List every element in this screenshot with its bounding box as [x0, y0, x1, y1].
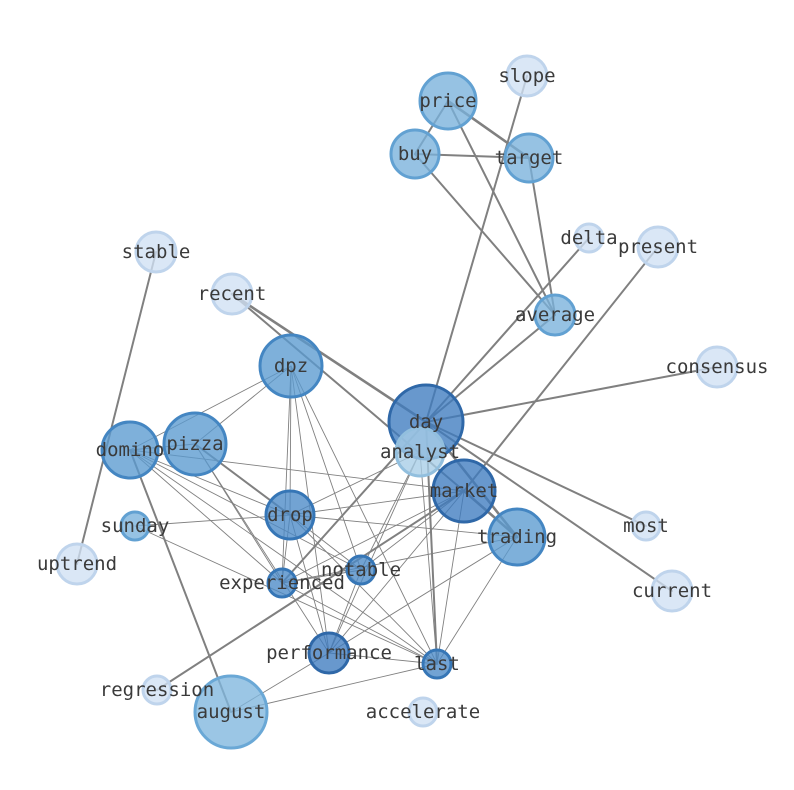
node-price — [418, 71, 478, 131]
node-label-august: august — [197, 701, 266, 723]
node-label-uptrend: uptrend — [37, 553, 117, 575]
node-uptrend — [55, 542, 99, 586]
edge-pizza-performance — [194, 443, 330, 654]
edge-market-present — [463, 246, 659, 492]
edge-drop-last — [289, 514, 438, 665]
edge-day-recent — [230, 292, 428, 424]
edge-dpz-notable — [290, 365, 362, 571]
node-regression — [141, 674, 173, 706]
edge-day-delta — [425, 237, 590, 423]
node-label-delta: delta — [560, 227, 617, 249]
node-performance — [307, 631, 351, 675]
node-label-market: market — [430, 480, 499, 502]
node-august — [193, 674, 269, 750]
node-label-average: average — [515, 304, 595, 326]
edge-buy-average — [414, 153, 556, 316]
edge-price-average — [447, 100, 556, 316]
node-buy — [389, 128, 441, 180]
node-label-recent: recent — [198, 283, 267, 305]
edge-domino-last — [129, 449, 438, 665]
node-label-last: last — [414, 653, 460, 675]
edge-domino-notable — [129, 449, 362, 571]
node-label-performance: performance — [266, 642, 392, 664]
node-slope — [505, 54, 549, 98]
edge-domino-experienced — [129, 449, 283, 584]
node-label-regression: regression — [100, 679, 214, 701]
edge-market-experienced — [281, 490, 465, 584]
node-accelerate — [407, 696, 439, 728]
node-label-slope: slope — [498, 65, 555, 87]
node-market — [431, 458, 497, 524]
node-label-price: price — [419, 90, 476, 112]
edge-analyst-last — [419, 451, 438, 665]
edge-drop-trading — [289, 514, 518, 538]
edge-trading-experienced — [281, 536, 518, 584]
node-label-sunday: sunday — [101, 515, 170, 537]
edge-day-current — [425, 421, 673, 592]
node-recent — [210, 272, 254, 316]
edge-analyst-performance — [328, 451, 421, 654]
node-label-drop: drop — [267, 504, 313, 526]
node-label-current: current — [632, 580, 712, 602]
edge-market-regression — [156, 490, 465, 691]
node-label-most: most — [623, 515, 669, 537]
edge-dpz-experienced — [281, 365, 292, 584]
node-stable — [134, 230, 178, 274]
node-drop — [264, 489, 316, 541]
node-trading — [487, 507, 547, 567]
edge-market-performance — [328, 490, 465, 654]
node-label-trading: trading — [477, 526, 557, 548]
node-label-present: present — [618, 236, 698, 258]
node-target — [503, 132, 555, 184]
edge-trading-performance — [328, 536, 518, 654]
node-label-pizza: pizza — [166, 433, 223, 455]
edge-stable-uptrend — [76, 251, 157, 565]
node-present — [636, 225, 680, 269]
edge-dpz-last — [290, 365, 438, 665]
node-analyst — [394, 426, 446, 478]
node-domino — [100, 420, 160, 480]
node-label-analyst: analyst — [380, 441, 460, 463]
node-label-dpz: dpz — [274, 355, 308, 377]
node-average — [533, 293, 577, 337]
node-delta — [573, 222, 605, 254]
node-sunday — [119, 510, 151, 542]
node-label-stable: stable — [122, 241, 191, 263]
edge-day-slope — [425, 75, 528, 423]
node-dpz — [258, 333, 324, 399]
edge-day-most — [425, 421, 647, 527]
node-label-accelerate: accelerate — [366, 701, 480, 723]
edge-domino-august — [129, 449, 232, 713]
node-consensus — [695, 345, 739, 389]
node-label-buy: buy — [398, 143, 432, 165]
node-label-domino: domino — [96, 439, 165, 461]
node-layer — [55, 54, 739, 750]
node-most — [630, 510, 662, 542]
node-label-day: day — [409, 411, 443, 433]
node-experienced — [266, 567, 298, 599]
node-label-consensus: consensus — [666, 356, 769, 378]
node-current — [650, 569, 694, 613]
edge-drop-sunday — [134, 514, 291, 527]
node-last — [421, 648, 453, 680]
node-notable — [345, 554, 377, 586]
node-label-target: target — [495, 147, 564, 169]
edge-experienced-last — [281, 582, 438, 665]
node-label-experienced: experienced — [219, 572, 345, 594]
node-label-notable: notable — [321, 559, 401, 581]
node-pizza — [162, 411, 228, 477]
edge-day-consensus — [425, 366, 718, 423]
edge-target-average — [528, 157, 556, 316]
